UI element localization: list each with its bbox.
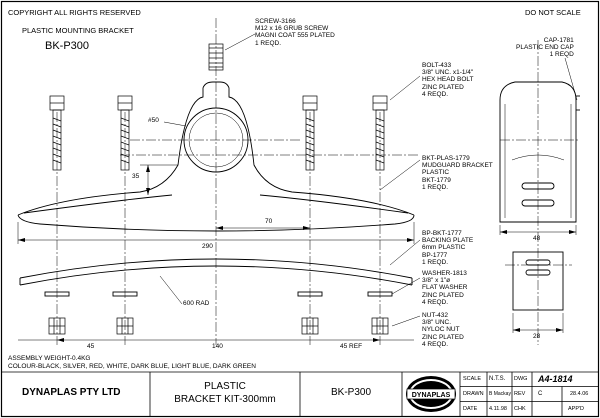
dim-35: 35	[132, 173, 140, 180]
dim-28: 28	[533, 333, 541, 340]
dim-600-rad: 600 RAD	[183, 300, 210, 307]
dim-140: 140	[212, 343, 223, 350]
date-value: 4.11.98	[489, 406, 507, 412]
rev-label: REV	[514, 391, 526, 397]
dwg-number: A4-1814	[538, 374, 573, 384]
appd-label: APP'D	[568, 406, 585, 412]
scale-value: N.T.S.	[489, 376, 506, 382]
note-colour: COLOUR-BLACK, SILVER, RED, WHITE, DARK B…	[8, 363, 256, 370]
mudguard-bracket	[17, 81, 415, 232]
company-name: DYNAPLAS PTY LTD	[22, 387, 121, 398]
grub-screw	[208, 43, 224, 71]
scale-label: SCALE	[463, 376, 482, 382]
rev-date: 28.4.06	[570, 391, 589, 397]
side-view	[499, 81, 580, 223]
rev-value: C	[538, 391, 543, 397]
drawing-subtitle: PLASTIC MOUNTING BRACKET	[22, 26, 134, 35]
dim-70: 70	[265, 218, 273, 225]
title-part-number: BK-P300	[330, 387, 372, 398]
title-line-2: BRACKET KIT-300mm	[174, 394, 276, 405]
dim-45: 45	[87, 343, 95, 350]
title-line-1: PLASTIC	[204, 381, 246, 392]
dimension-lines	[17, 164, 577, 341]
bolts	[49, 95, 388, 171]
dim-48: 48	[533, 235, 541, 242]
copyright-text: COPYRIGHT ALL RIGHTS RESERVED	[8, 8, 141, 17]
backing-plate	[19, 258, 413, 286]
dim-diameter: #50	[148, 117, 159, 124]
plate-end-view	[512, 251, 564, 311]
date-label: DATE	[463, 406, 478, 412]
drawing-part-code: BK-P300	[45, 40, 90, 52]
chk-label: CHK	[514, 406, 526, 412]
dim-290: 290	[202, 243, 213, 250]
dwg-label: DWG	[514, 376, 528, 382]
do-not-scale-text: DO NOT SCALE	[525, 8, 581, 17]
note-weight: ASSEMBLY WEIGHT-0.4KG	[8, 355, 91, 362]
drawn-label: DRAWN	[463, 391, 484, 397]
title-block-frame	[1, 371, 599, 417]
dim-45-ref: 45 REF	[340, 343, 363, 350]
washers	[44, 291, 393, 297]
drawn-value: B Mackay	[489, 391, 511, 397]
nuts	[48, 317, 389, 335]
leader-lines	[159, 33, 578, 327]
logo-text: DYNAPLAS	[412, 392, 451, 399]
dynaplas-logo: DYNAPLAS	[406, 376, 456, 412]
